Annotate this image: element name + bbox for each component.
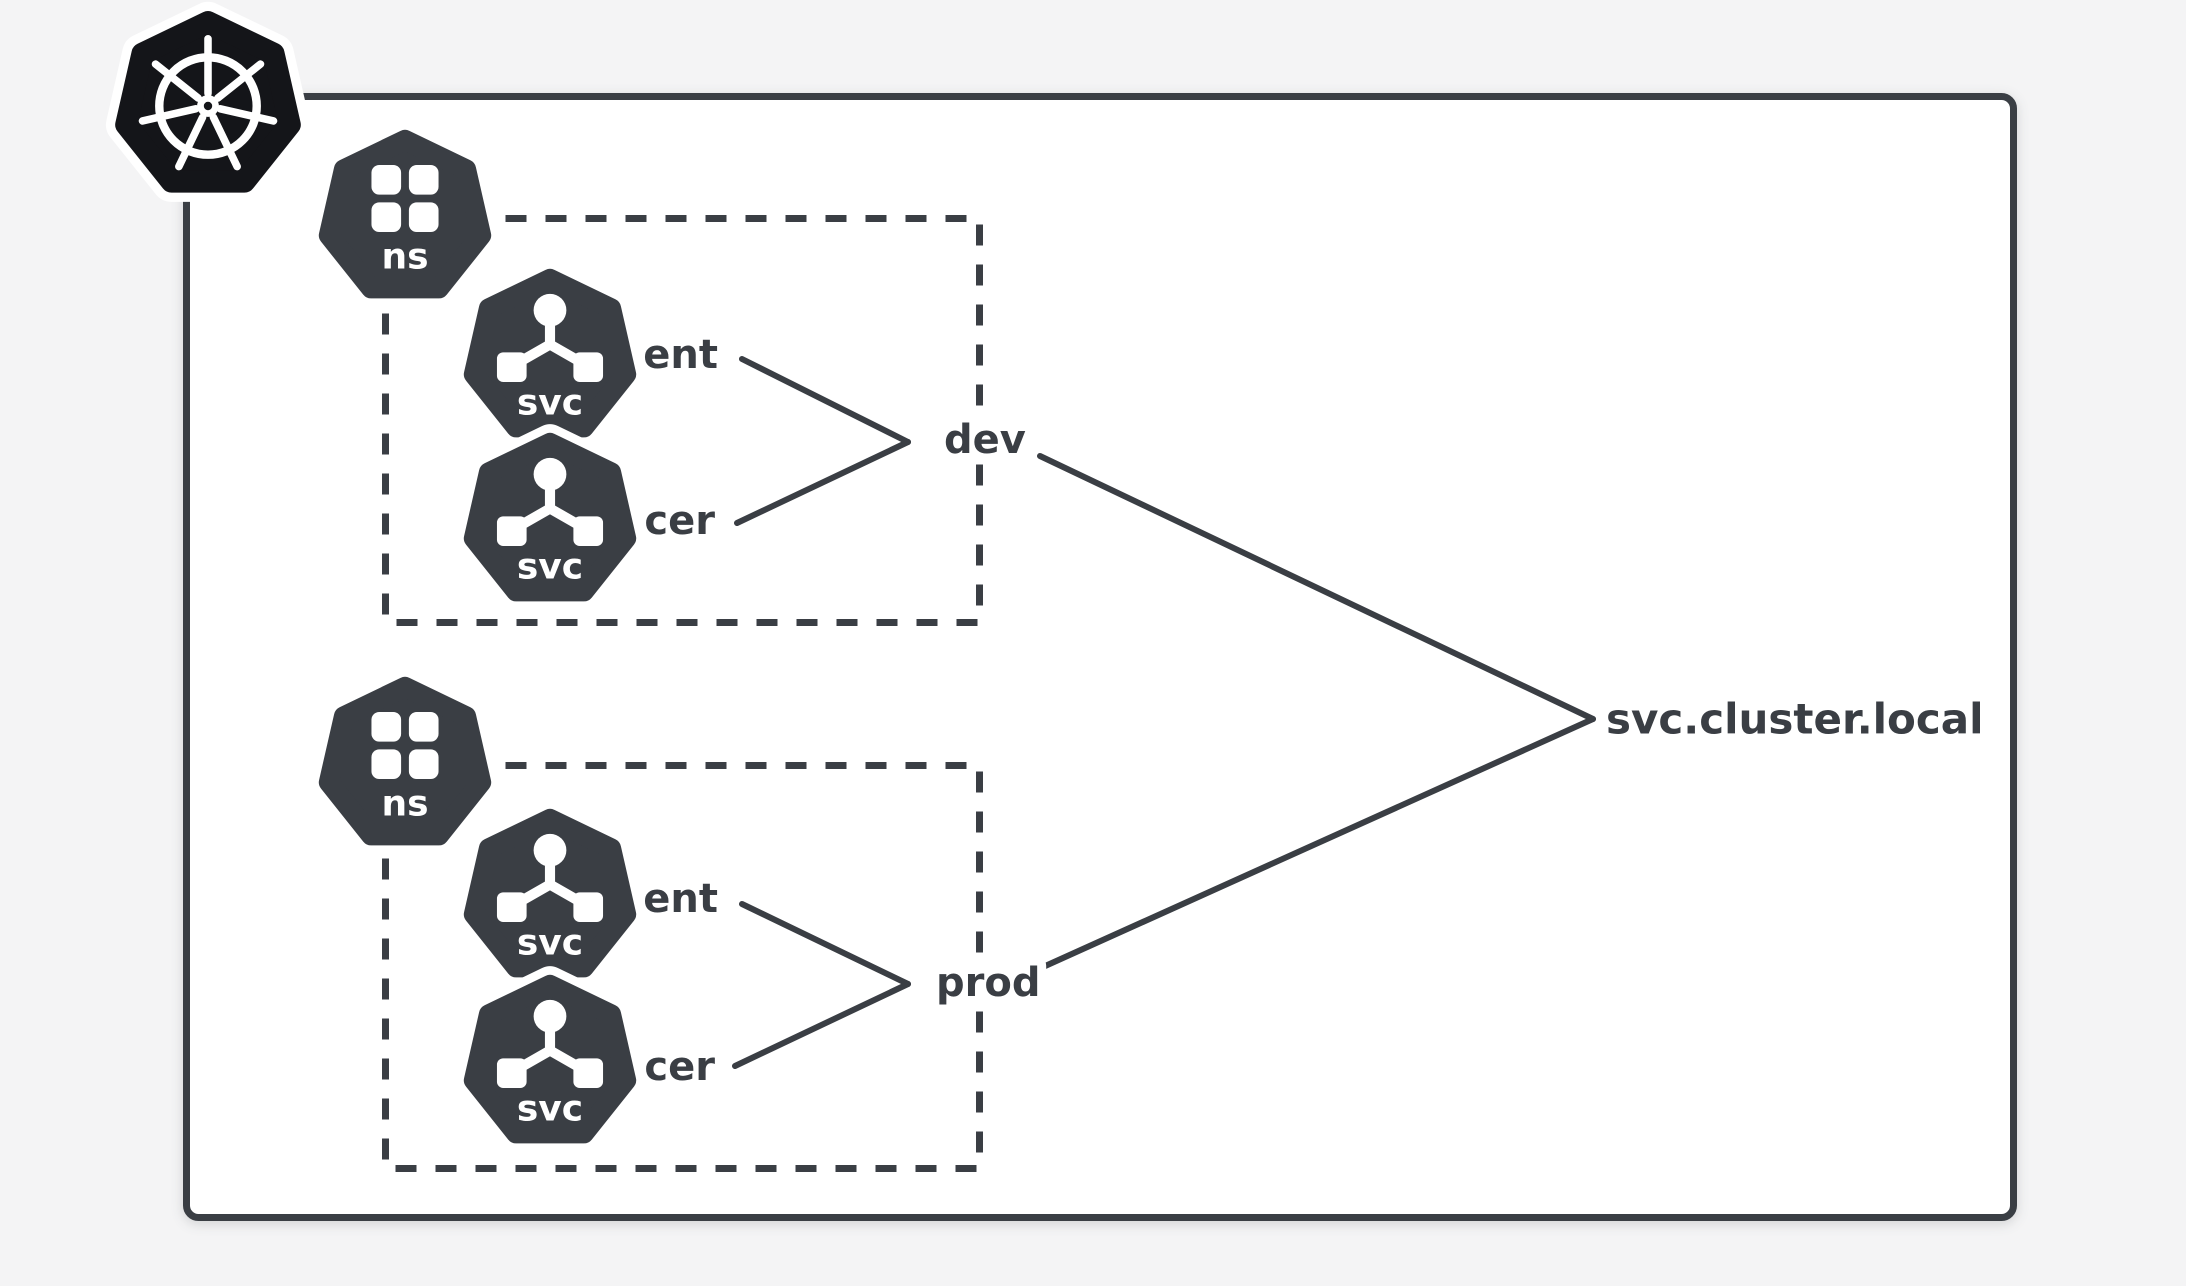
service-label-ent-prod: ent xyxy=(643,876,718,922)
connector-prod-domain xyxy=(1040,716,1596,970)
service-label-cer-prod: cer xyxy=(644,1044,715,1090)
connector-cer-dev xyxy=(734,439,911,526)
service-icon-label: svc xyxy=(517,923,583,964)
cluster-domain-label: svc.cluster.local xyxy=(1606,695,1984,744)
zone-label-prod: prod xyxy=(936,960,1040,1006)
namespace-boundary-dev xyxy=(382,215,983,626)
connector-ent-prod xyxy=(739,901,911,987)
namespace-icon-label: ns xyxy=(381,784,428,825)
namespace-icon-label: ns xyxy=(381,237,428,278)
service-icon-label: svc xyxy=(517,383,583,424)
service-label-cer-dev: cer xyxy=(644,498,715,544)
service-label-ent-dev: ent xyxy=(643,332,718,378)
service-icon-label: svc xyxy=(517,1089,583,1130)
kubernetes-logo-icon xyxy=(126,22,290,182)
connector-dev-domain xyxy=(1037,453,1596,722)
namespace-boundary-prod xyxy=(382,762,983,1172)
service-icon-label: svc xyxy=(517,547,583,588)
zone-label-dev: dev xyxy=(944,417,1026,463)
connector-ent-dev xyxy=(739,356,911,445)
connector-cer-prod xyxy=(732,981,911,1069)
